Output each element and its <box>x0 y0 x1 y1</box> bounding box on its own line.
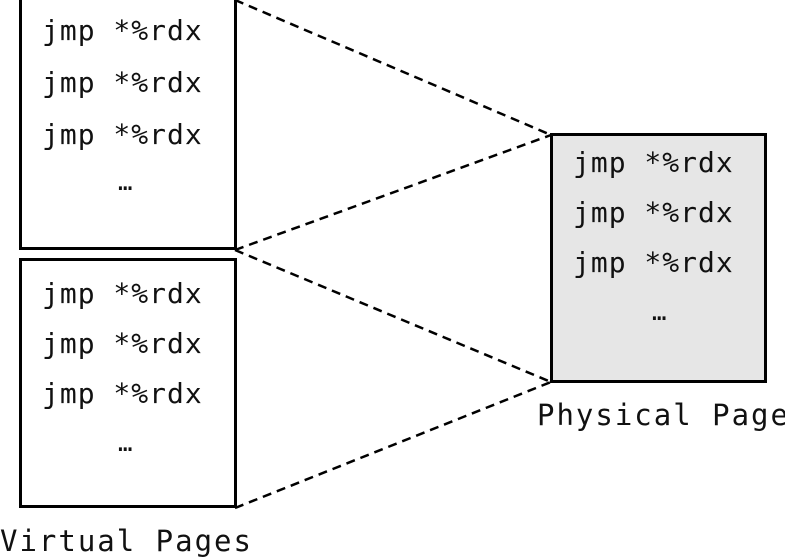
virtual-pages-label: Virtual Pages <box>0 524 253 558</box>
instruction-line: jmp *%rdx <box>573 196 734 229</box>
ellipsis: … <box>118 168 133 196</box>
instruction-line: jmp *%rdx <box>42 66 203 99</box>
instruction-line: jmp *%rdx <box>42 277 203 310</box>
ellipsis: … <box>652 298 667 326</box>
physical-page: jmp *%rdx jmp *%rdx jmp *%rdx … <box>550 133 767 383</box>
mapping-line-top-lower <box>234 133 552 252</box>
virtual-page-1: jmp *%rdx jmp *%rdx jmp *%rdx … <box>19 0 237 250</box>
virtual-page-2: jmp *%rdx jmp *%rdx jmp *%rdx … <box>19 258 237 508</box>
mapping-line-top-upper <box>234 0 552 137</box>
instruction-line: jmp *%rdx <box>573 146 734 179</box>
instruction-line: jmp *%rdx <box>42 377 203 410</box>
ellipsis: … <box>118 429 133 457</box>
instruction-line: jmp *%rdx <box>42 118 203 151</box>
instruction-line: jmp *%rdx <box>42 327 203 360</box>
mapping-line-bottom-upper <box>234 248 552 384</box>
instruction-line: jmp *%rdx <box>573 246 734 279</box>
mapping-line-bottom-lower <box>234 380 552 510</box>
physical-page-label: Physical Page <box>537 398 785 432</box>
instruction-line: jmp *%rdx <box>42 14 203 47</box>
